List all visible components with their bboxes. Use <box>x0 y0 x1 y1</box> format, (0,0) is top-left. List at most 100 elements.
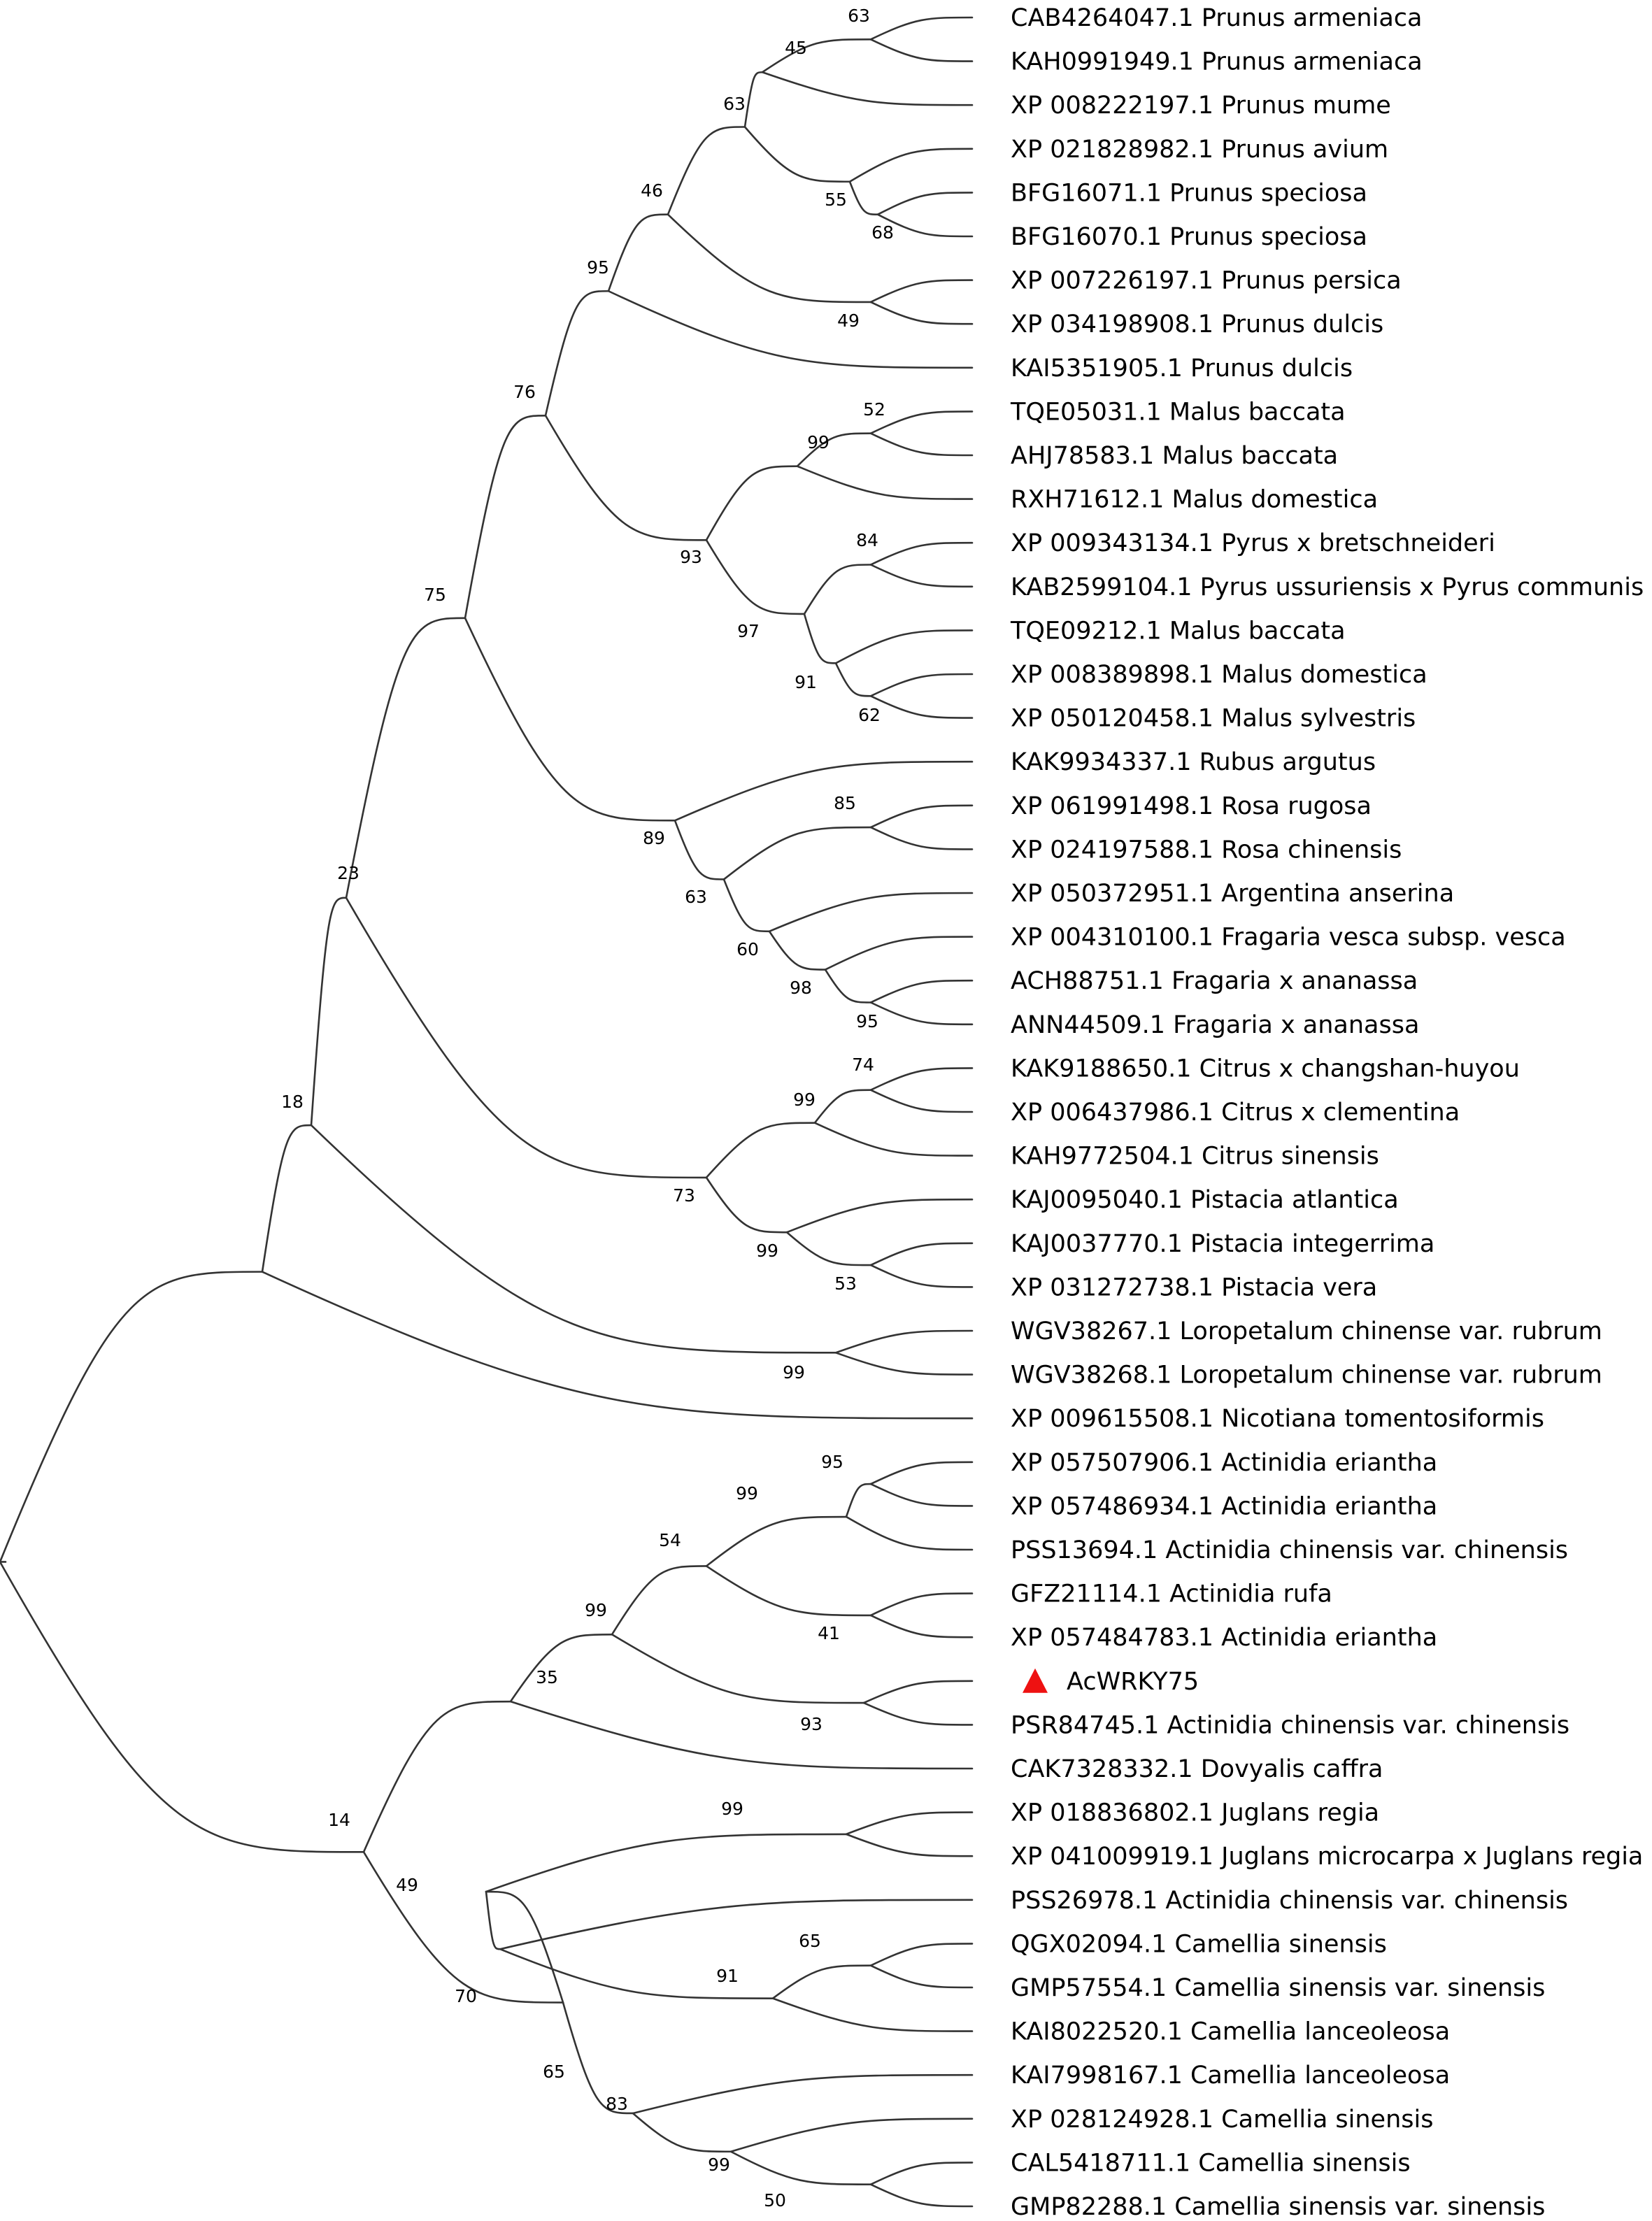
bootstrap-value: 65 <box>799 1931 821 1951</box>
branch-n41-L44 <box>869 1943 974 1966</box>
leaf-label: XP 050120458.1 Malus sylvestris <box>1011 705 1416 733</box>
tree-leaf-labels: CAB4264047.1 Prunus armeniacaKAH0991949.… <box>1010 4 1644 2221</box>
leaf-label: QGX02094.1 Camellia sinensis <box>1011 1930 1387 1958</box>
leaf-label: KAJ0095040.1 Pistacia atlantica <box>1011 1186 1399 1214</box>
branch-n15-n10 <box>705 465 799 541</box>
leaf-label: XP 031272738.1 Pistacia vera <box>1011 1273 1377 1301</box>
leaf-label: XP 024197588.1 Rosa chinensis <box>1011 836 1402 864</box>
leaf-label: KAH9772504.1 Citrus sinensis <box>1011 1143 1379 1171</box>
branch-n37-L39 <box>862 1701 974 1726</box>
leaf-label: XP 041009919.1 Juglans microcarpa x Jugl… <box>1011 1843 1643 1871</box>
bootstrap-value: 74 <box>852 1055 874 1075</box>
branch-n13-n12 <box>834 662 872 697</box>
branch-n19-L21 <box>824 936 974 971</box>
branch-n8-L8 <box>607 290 974 369</box>
branch-n28-n25 <box>705 1122 816 1179</box>
bootstrap-value: 93 <box>680 547 702 567</box>
branch-n3-L4 <box>876 192 974 215</box>
bootstrap-value: 99 <box>756 1241 778 1261</box>
branch-root-n32 <box>0 1271 264 1563</box>
branch-n10-L11 <box>796 465 974 500</box>
bootstrap-value: 85 <box>834 793 856 813</box>
branch-n26-L28 <box>869 1242 974 1266</box>
leaf-label: TQE09212.1 Malus baccata <box>1010 617 1346 645</box>
branch-n3-L5 <box>876 213 974 238</box>
leaf-label: BFG16070.1 Prunus speciosa <box>1011 223 1367 251</box>
branch-n43-n42 <box>499 1948 774 1999</box>
branch-n8-n7 <box>607 213 669 292</box>
leaf-label: CAB4264047.1 Prunus armeniaca <box>1011 4 1422 32</box>
bootstrap-value: 53 <box>834 1273 857 1294</box>
bootstrap-value: 89 <box>643 828 665 848</box>
bootstrap-value: 99 <box>721 1799 743 1819</box>
leaf-label: CAK7328332.1 Dovyalis caffra <box>1011 1755 1383 1783</box>
branch-n24-L25 <box>869 1089 974 1113</box>
branch-n10-n9 <box>796 432 872 467</box>
leaf-label: RXH71612.1 Malus domestica <box>1011 486 1378 514</box>
branch-n18-L22 <box>869 979 974 1004</box>
leaf-label: KAI5351905.1 Prunus dulcis <box>1011 355 1353 383</box>
bootstrap-value: 18 <box>281 1092 304 1112</box>
branch-n34-L35 <box>845 1515 974 1551</box>
bootstrap-value: 91 <box>716 1966 739 1986</box>
branch-n32-L32 <box>261 1271 974 1420</box>
branch-root-n49 <box>0 1561 365 1853</box>
branch-n30-L30 <box>834 1329 974 1354</box>
bootstrap-value: 49 <box>396 1875 418 1895</box>
branch-n30-L31 <box>834 1352 974 1376</box>
leaf-label: XP 004310100.1 Fragaria vesca subsp. ves… <box>1011 924 1566 952</box>
leaf-label: XP 009615508.1 Nicotiana tomentosiformis <box>1011 1405 1544 1433</box>
leaf-label: KAH0991949.1 Prunus armeniaca <box>1011 48 1423 76</box>
bootstrap-value: 84 <box>856 530 878 550</box>
leaf-label: XP 050372951.1 Argentina anserina <box>1011 880 1454 908</box>
leaf-label: XP 057507906.1 Actinidia eriantha <box>1011 1449 1437 1477</box>
branch-n20-L20 <box>768 892 974 933</box>
bootstrap-value: 99 <box>783 1362 805 1383</box>
leaf-label: XP 008389898.1 Malus domestica <box>1011 661 1427 689</box>
branch-n32-n31 <box>261 1124 313 1273</box>
branch-n11-L13 <box>869 564 974 588</box>
bootstrap-value: 99 <box>736 1483 758 1504</box>
branch-n31-n29 <box>310 897 348 1127</box>
branch-n33-L34 <box>869 1483 974 1507</box>
bootstrap-value: 60 <box>736 939 759 959</box>
branch-n35-L37 <box>869 1614 974 1638</box>
leaf-label: XP 028124928.1 Camellia sinensis <box>1011 2106 1433 2134</box>
branch-n1-L1 <box>869 38 974 62</box>
branch-n22-n21 <box>674 820 725 880</box>
leaf-label: XP 007226197.1 Prunus persica <box>1011 267 1402 295</box>
branch-n35-L36 <box>869 1592 974 1617</box>
bootstrap-value: 63 <box>685 887 707 907</box>
branch-n1-L0 <box>869 16 974 41</box>
bootstrap-value: 63 <box>848 6 870 26</box>
branch-n23-n22 <box>464 617 676 822</box>
branch-n40-L41 <box>845 1811 974 1836</box>
branch-n36-n35 <box>705 1565 872 1617</box>
bootstrap-value: 70 <box>455 1986 477 2006</box>
leaf-label: PSS13694.1 Actinidia chinensis var. chin… <box>1011 1536 1568 1564</box>
branch-n7-n5 <box>667 126 746 215</box>
branch-n12-L16 <box>869 695 974 719</box>
leaf-label: ANN44509.1 Fragaria x ananassa <box>1011 1011 1419 1039</box>
leaf-label: AHJ78583.1 Malus baccata <box>1011 442 1338 470</box>
branch-n33-L33 <box>869 1461 974 1485</box>
branch-n2-n1 <box>761 38 872 73</box>
branch-n28-n27 <box>705 1176 788 1234</box>
leaf-label: XP 057484783.1 Actinidia eriantha <box>1011 1624 1437 1652</box>
bootstrap-value: 23 <box>337 863 359 883</box>
bootstrap-value: 63 <box>723 94 746 114</box>
branch-n25-n24 <box>813 1089 872 1124</box>
branch-n38-n37 <box>611 1633 865 1704</box>
branch-n37-L38 <box>862 1680 974 1704</box>
bootstrap-value: 99 <box>708 2155 730 2175</box>
leaf-label: KAK9188650.1 Citrus x changshan-huyou <box>1011 1055 1520 1083</box>
bootstrap-value: 54 <box>659 1530 681 1550</box>
branch-n42-n41 <box>771 1964 872 1999</box>
bootstrap-value: 14 <box>328 1810 350 1830</box>
leaf-label: XP 021828982.1 Prunus avium <box>1011 136 1388 164</box>
branch-n42-L46 <box>771 1997 974 2032</box>
branch-n47-n46 <box>632 2112 732 2153</box>
bootstrap-value: 99 <box>793 1090 816 1110</box>
branch-n9-L9 <box>869 410 974 434</box>
branch-n6-L6 <box>869 279 974 303</box>
